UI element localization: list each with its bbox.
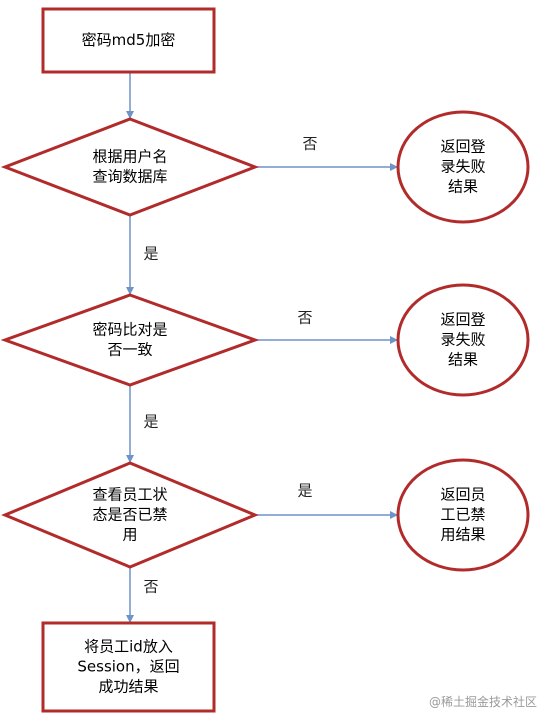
node-label-line: 根据用户名	[92, 148, 167, 166]
edge-label: 否	[297, 309, 312, 327]
process-box	[41, 621, 216, 713]
node-label-line: 成功结果	[98, 678, 158, 696]
node-label-line: 态是否已禁	[92, 506, 167, 524]
edge-label: 是	[297, 482, 312, 500]
node-label-line: 结果	[448, 178, 478, 196]
node-label-line: 查看员工状	[92, 486, 167, 504]
node-label-line: 结果	[448, 351, 478, 369]
node-label-line: 录失败	[440, 158, 485, 176]
decision-diamond	[1, 461, 259, 569]
edge-label: 否	[302, 135, 317, 153]
terminal-ellipse	[396, 283, 530, 397]
node-label-line: 录失败	[440, 331, 485, 349]
node-label-line: 返回登	[440, 311, 485, 329]
process-box	[41, 7, 216, 74]
node-label-line: 返回员	[440, 486, 485, 504]
terminal-ellipse	[396, 458, 530, 572]
watermark: @稀土掘金技术社区	[428, 695, 537, 709]
node-label-line: 将员工id放入	[84, 638, 173, 656]
node-label-line: 否一致	[107, 341, 152, 359]
node-label-line: 返回登	[440, 138, 485, 156]
edge-label: 是	[143, 413, 158, 431]
node-label-line: 用结果	[440, 526, 485, 544]
node-label-line: 密码md5加密	[82, 31, 176, 49]
node-label-line: 用	[122, 526, 137, 544]
node-label-line: 密码比对是	[92, 321, 167, 339]
node-encrypt: 密码md5加密	[41, 7, 216, 74]
decision-diamond	[0, 293, 260, 387]
node-label-line: 工已禁	[440, 506, 485, 524]
terminal-ellipse	[396, 110, 530, 224]
edge-label: 否	[143, 578, 158, 596]
decision-diamond	[0, 117, 260, 217]
node-label-line: Session，返回	[77, 658, 179, 676]
node-label-line: 查询数据库	[92, 168, 167, 186]
edge-label: 是	[143, 245, 158, 263]
